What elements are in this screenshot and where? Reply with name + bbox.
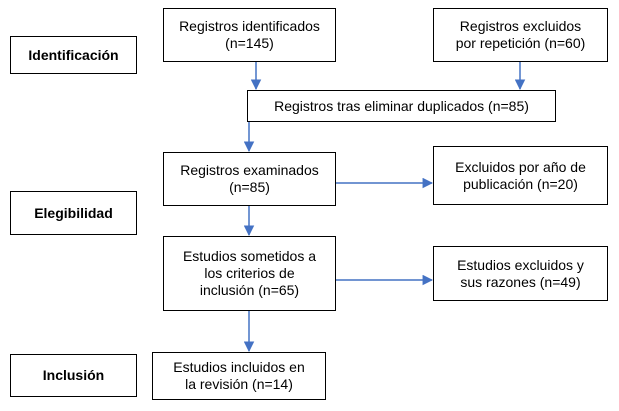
box-records-identified: Registros identificados (n=145)	[163, 8, 336, 62]
box-studies-included: Estudios incluidos en la revisión (n=14)	[152, 352, 326, 400]
box-records-excluded-repetition: Registros excluidos por repetición (n=60…	[433, 8, 608, 62]
box-records-screened: Registros examinados (n=85)	[163, 152, 336, 206]
phase-inclusion-label: Inclusión	[10, 354, 137, 397]
box-records-after-duplicates: Registros tras eliminar duplicados (n=85…	[247, 90, 556, 122]
box-studies-excluded-reasons: Estudios excluidos y sus razones (n=49)	[433, 246, 608, 301]
phase-identification-label: Identificación	[10, 36, 137, 74]
phase-eligibility-label: Elegibilidad	[10, 191, 137, 235]
box-studies-criteria: Estudios sometidos a los criterios de in…	[163, 236, 336, 311]
box-excluded-by-year: Excluidos por año de publicación (n=20)	[433, 146, 608, 205]
